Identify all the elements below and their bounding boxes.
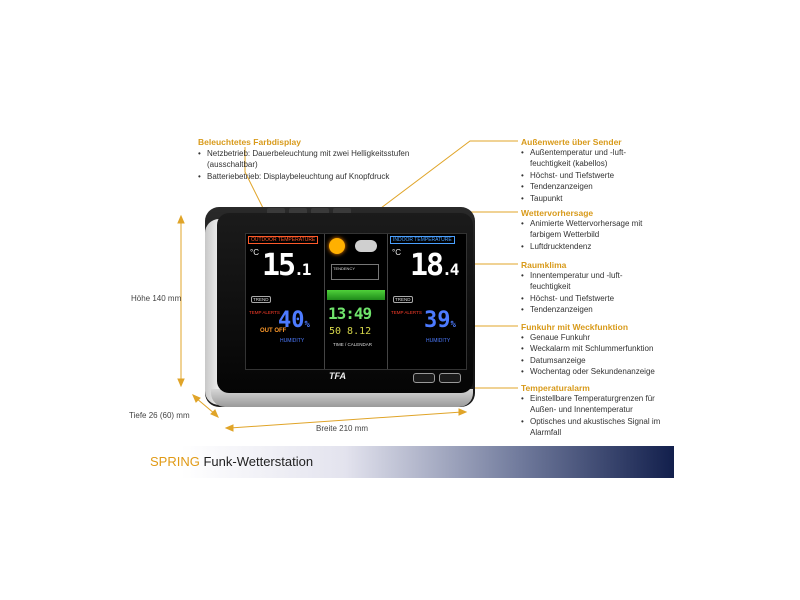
outdoor-trend: TREND [251, 296, 271, 303]
temp-alert-label: TEMP ALERTS [391, 310, 422, 315]
list-item: Taupunkt [521, 193, 651, 205]
dim-depth-line [195, 397, 216, 415]
device-button[interactable] [439, 373, 461, 383]
top-button[interactable] [289, 208, 307, 213]
outdoor-list: Außentemperatur und -luft-feuchtigkeit (… [521, 147, 651, 204]
display-list: Netzbetrieb: Dauerbeleuchtung mit zwei H… [198, 148, 413, 183]
list-item: Einstellbare Temperaturgrenzen für Außen… [521, 393, 661, 416]
outdoor-temperature: 15.1 [262, 248, 311, 283]
grass-icon [327, 290, 385, 300]
indoor-list: Innentemperatur und -luft-feuchtigkeit H… [521, 270, 651, 316]
product-name: SPRING Funk-Wetterstation [150, 454, 314, 469]
clock-title: Funkuhr mit Weckfunktion [521, 322, 629, 332]
outdoor-humidity: 40% [278, 308, 310, 333]
clock-date: 50 8.12 [329, 326, 372, 337]
brand-logo: TFA [329, 371, 346, 381]
product-banner [126, 446, 674, 478]
list-item: Höchst- und Tiefstwerte [521, 170, 651, 182]
list-item: Wochentag oder Sekundenanzeige [521, 366, 671, 378]
list-item: Netzbetrieb: Dauerbeleuchtung mit zwei H… [198, 148, 413, 171]
sun-icon [329, 238, 345, 254]
top-button[interactable] [267, 208, 285, 213]
list-item: Tendenzanzeigen [521, 181, 651, 193]
pressure-tendency: TENDENCY [331, 264, 379, 280]
outdoor-title: Außenwerte über Sender [521, 137, 622, 147]
weather-station-device: OUTDOOR TEMPERATURE °C 15.1 TREND TEMP A… [205, 207, 475, 407]
indoor-label: INDOOR TEMPERATURE [390, 236, 455, 244]
lcd-screen: OUTDOOR TEMPERATURE °C 15.1 TREND TEMP A… [245, 233, 467, 370]
display-title: Beleuchtetes Farbdisplay [198, 137, 301, 147]
list-item: Genaue Funkuhr [521, 332, 671, 344]
list-item: Außentemperatur und -luft-feuchtigkeit (… [521, 147, 651, 170]
list-item: Batteriebetrieb: Displaybeleuchtung auf … [198, 171, 413, 183]
indoor-trend: TREND [393, 296, 413, 303]
humidity-label: HUMIDITY [426, 338, 451, 344]
list-item: Animierte Wettervorhersage mit farbigem … [521, 218, 651, 241]
list-item: Innentemperatur und -luft-feuchtigkeit [521, 270, 651, 293]
temp-unit: °C [392, 248, 401, 257]
cloud-icon [355, 240, 377, 252]
time-calendar-label: TIME / CALENDAR [333, 342, 373, 347]
list-item: Tendenzanzeigen [521, 304, 651, 316]
outdoor-label: OUTDOOR TEMPERATURE [248, 236, 319, 244]
indoor-humidity: 39% [424, 308, 456, 333]
alarm-off-label: OUT OFF [260, 328, 287, 334]
temp-unit: °C [250, 248, 259, 257]
forecast-clock-panel: TENDENCY 13:49 50 8.12 TIME / CALENDAR [325, 234, 388, 369]
humidity-label: HUMIDITY [280, 338, 305, 344]
top-button[interactable] [311, 208, 329, 213]
list-item: Luftdrucktendenz [521, 241, 651, 253]
list-item: Optisches und akustisches Signal im Alar… [521, 416, 661, 439]
dim-height-label: Höhe 140 mm [131, 294, 182, 303]
alarm-title: Temperaturalarm [521, 383, 590, 393]
dim-depth-label: Tiefe 26 (60) mm [129, 411, 190, 420]
temp-alert-label: TEMP ALERTS [249, 310, 280, 315]
outdoor-panel: OUTDOOR TEMPERATURE °C 15.1 TREND TEMP A… [246, 234, 325, 369]
device-base [211, 389, 473, 407]
forecast-list: Animierte Wettervorhersage mit farbigem … [521, 218, 651, 253]
indoor-temperature: 18.4 [410, 248, 459, 283]
forecast-title: Wettervorhersage [521, 208, 594, 218]
list-item: Datumsanzeige [521, 355, 671, 367]
dim-width-label: Breite 210 mm [316, 424, 369, 433]
clock-list: Genaue Funkuhr Weckalarm mit Schlummerfu… [521, 332, 671, 378]
device-button[interactable] [413, 373, 435, 383]
list-item: Weckalarm mit Schlummerfunktion [521, 343, 671, 355]
indoor-panel: INDOOR TEMPERATURE °C 18.4 TREND TEMP AL… [388, 234, 466, 369]
indoor-title: Raumklima [521, 260, 567, 270]
top-button[interactable] [333, 208, 351, 213]
alarm-list: Einstellbare Temperaturgrenzen für Außen… [521, 393, 661, 439]
list-item: Höchst- und Tiefstwerte [521, 293, 651, 305]
dim-width-line [229, 411, 463, 429]
device-front: OUTDOOR TEMPERATURE °C 15.1 TREND TEMP A… [217, 208, 473, 393]
clock-time: 13:49 [328, 304, 372, 323]
